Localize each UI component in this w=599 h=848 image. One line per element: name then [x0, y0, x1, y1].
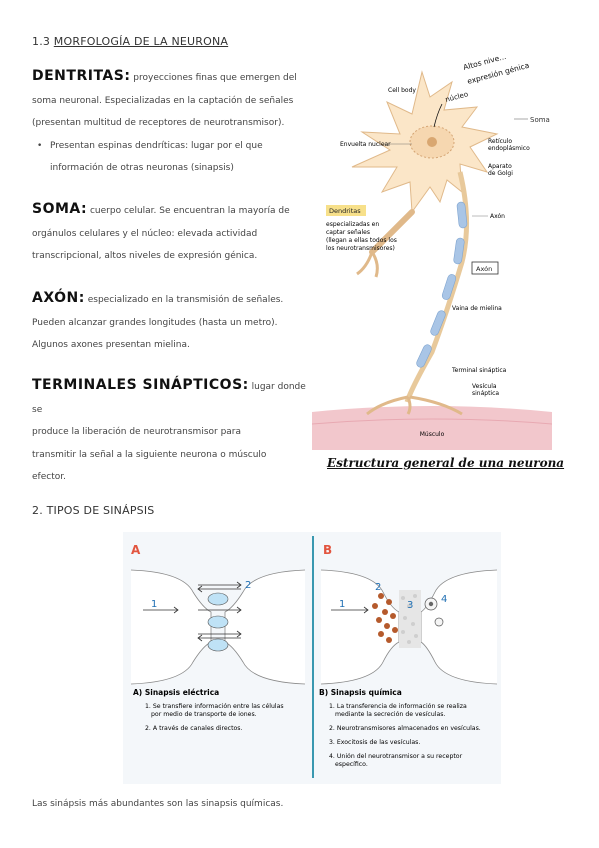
envuelta-label: Envuelta nuclear [340, 141, 391, 148]
soma-line-3: transcripcional, altos niveles de expres… [32, 251, 258, 261]
dendritas-desc-4: los neurotransmisores) [326, 245, 395, 252]
neuron-figure: Músculo Altos nive... expresión génica n… [312, 52, 552, 450]
panel-b-item-2: 2. Neurotransmisores almacenados en vesí… [329, 724, 481, 732]
dendritas-desc-2: captar señales [326, 229, 370, 236]
dendritas-bullet: • Presentan espinas dendríticas: lugar p… [37, 135, 310, 179]
panel-b-number-2: 2 [375, 582, 381, 593]
vesicula-label-1: Vesícula [472, 383, 497, 390]
synapse-figure: A 1 2 A) Sinapsis eléctrica 1. Se transf… [123, 532, 501, 784]
dendritas-line-2: soma neuronal. Especializadas en la capt… [32, 95, 294, 106]
panel-b: B 1 2 3 4 B) Sinapsis química 1. La tran… [319, 543, 498, 768]
axon-term: AXÓN: [32, 290, 85, 306]
neuron-a-right [224, 569, 306, 685]
axon-line-2: Pueden alcanzar grandes longitudes (hast… [32, 317, 278, 328]
section-2-number: 2. [32, 504, 43, 517]
dendritas-term: DENTRITAS: [32, 68, 131, 84]
axon-label: Axón [490, 213, 505, 220]
vesicula-label-2: sináptica [472, 390, 499, 397]
neuron-figure-caption: Estructura general de una neurona [327, 456, 565, 470]
gap-channel [207, 615, 229, 629]
panel-b-item-3: 3. Exocitosis de las vesículas. [329, 738, 420, 746]
dendritas-paragraph: DENTRITAS: proyecciones finas que emerge… [32, 65, 312, 135]
axon-paragraph: AXÓN: especializado en la transmisión de… [32, 287, 312, 357]
section-2-title: TIPOS DE SINÁPSIS [46, 504, 155, 517]
panel-a-number-2: 2 [245, 580, 251, 591]
bullet-dot: • [37, 141, 43, 151]
soma-line-2: orgánulos celulares y el núcleo: elevada… [32, 228, 258, 239]
panel-b-item-1-line-2: mediante la secreción de vesículas. [335, 710, 445, 718]
panel-a-title: A) Sinapsis eléctrica [133, 688, 219, 697]
neuron-a-left [130, 569, 212, 685]
terminales-paragraph: TERMINALES SINÁPTICOS: lugar donde se pr… [32, 374, 317, 489]
dendritas-line-3: (presentan multitud de receptores de neu… [32, 118, 285, 128]
terminales-line-1: lugar donde se [32, 382, 306, 415]
soma-line-1: cuerpo celular. Se encuentran la mayoría… [89, 206, 290, 216]
muscle-label: Músculo [420, 431, 445, 438]
cell-body-label: Cell body [388, 87, 416, 94]
axon-line-3: Algunos axones presentan mielina. [32, 340, 190, 350]
dendritas-desc-1: especializadas en [326, 221, 379, 228]
soma-paragraph: SOMA: cuerpo celular. Se encuentran la m… [32, 198, 312, 268]
golgi-label-1: Aparato [488, 163, 512, 170]
panel-a-item-1-line-2: por medio de transporte de iones. [151, 711, 257, 718]
dendritas-line-1: proyecciones finas que emergen del [133, 73, 297, 83]
axon-line-1: especializado en la transmisión de señal… [87, 295, 284, 305]
panel-b-number-3: 3 [407, 600, 413, 611]
soma-term: SOMA: [32, 201, 88, 217]
panel-b-number-4: 4 [441, 594, 447, 605]
panel-a-number-1: 1 [151, 599, 157, 610]
section-1-title: MORFOLOGÍA DE LA NEURONA [53, 35, 229, 48]
dendritas-bullet-line-2: información de otras neuronas (sinapsis) [50, 163, 234, 173]
terminales-line-2: produce la liberación de neurotransmisor… [32, 427, 242, 437]
dendritas-label: Dendritas [329, 207, 361, 215]
synaptic-terminals [366, 395, 463, 416]
footer-text: Las sinápsis más abundantes son las sina… [32, 799, 284, 809]
panel-b-letter: B [323, 543, 332, 557]
soma-label: Soma [530, 116, 550, 124]
panel-a-letter: A [131, 543, 141, 557]
synaptic-cleft [399, 590, 421, 648]
reticulo-label-2: endoplásmico [488, 145, 530, 152]
panel-b-item-4-line-2: específico. [335, 760, 368, 768]
panel-b-item-4-line-1: 4. Unión del neurotransmisor a su recept… [329, 752, 463, 760]
terminales-line-4: efector. [32, 472, 66, 482]
dendritas-desc-3: (llegan a ellas todos los [326, 237, 397, 244]
reticulo-label-1: Retículo [488, 138, 512, 145]
gap-channel [207, 592, 229, 606]
panel-b-number-1: 1 [339, 599, 345, 610]
terminal-label: Terminal sináptica [451, 367, 507, 374]
axon-box-label: Axón [476, 265, 492, 273]
panel-a-item-2: 2. A través de canales directos. [145, 724, 243, 732]
terminales-line-3: transmitir la señal a la siguiente neuro… [32, 449, 267, 460]
golgi-label-2: de Golgi [488, 170, 513, 177]
section-2-heading: 2. TIPOS DE SINÁPSIS [32, 504, 154, 517]
panel-b-item-1-line-1: 1. La transferencia de información se re… [329, 702, 467, 710]
panel-a: A 1 2 A) Sinapsis eléctrica 1. Se transf… [130, 543, 306, 732]
terminales-term: TERMINALES SINÁPTICOS: [32, 377, 249, 393]
section-1-number: 1.3 [32, 35, 51, 48]
muscle-shape [312, 406, 552, 450]
dendritas-bullet-line-1: Presentan espinas dendríticas: lugar por… [50, 141, 263, 151]
panel-a-item-1-line-1: 1. Se transfiere información entre las c… [145, 702, 284, 710]
panel-b-title: B) Sinapsis química [319, 688, 402, 697]
myelin-sheath [416, 201, 468, 368]
gap-channel [207, 638, 229, 652]
vesicles [372, 593, 398, 643]
vaina-label: Vaina de mielina [452, 305, 502, 312]
section-1-heading: 1.3 MORFOLOGÍA DE LA NEURONA [32, 35, 228, 48]
